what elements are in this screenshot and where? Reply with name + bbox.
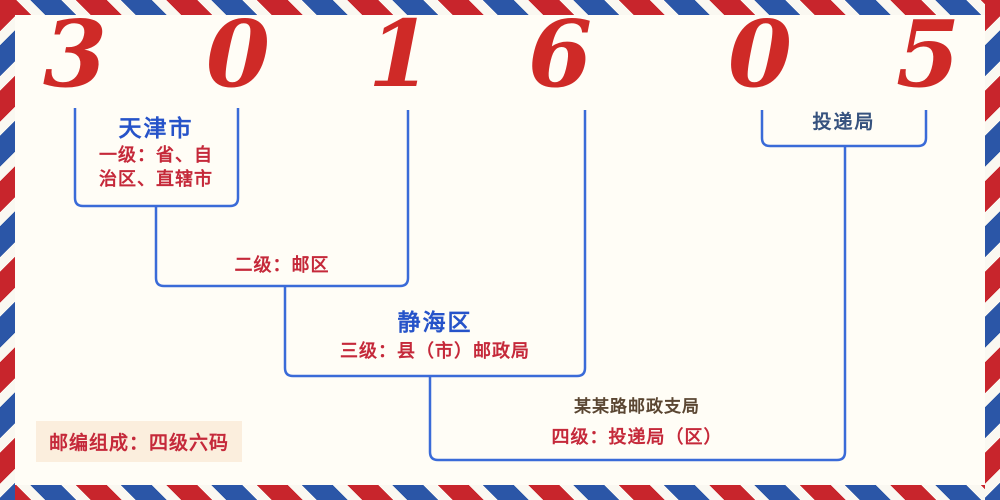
postal-digit-4: 6 — [527, 0, 592, 108]
postal-digit-6: 5 — [895, 0, 960, 108]
postal-digit-1: 3 — [42, 0, 107, 108]
airmail-border-bottom — [0, 485, 1000, 500]
airmail-border-left — [0, 0, 15, 500]
level1-description: 一级：省、自 治区、直辖市 — [66, 144, 246, 193]
level4-office-label: 某某路邮政支局 — [574, 397, 700, 417]
delivery-office-label: 投递局 — [812, 111, 876, 133]
postal-digit-3: 1 — [367, 0, 432, 108]
airmail-border-top — [0, 0, 1000, 15]
level2-description: 二级：邮区 — [234, 255, 330, 276]
airmail-border-right — [985, 0, 1000, 500]
level1-region-label: 天津市 — [118, 116, 194, 142]
level1-description-line1: 一级：省、自 — [99, 145, 213, 166]
level1-description-line2: 治区、直辖市 — [99, 169, 213, 191]
level3-description: 三级：县（市）邮政局 — [340, 341, 530, 362]
postal-code-composition-note: 邮编组成：四级六码 — [36, 421, 243, 462]
postal-digit-2: 0 — [205, 0, 270, 108]
level4-description: 四级：投递局（区） — [551, 427, 723, 448]
postal-digit-5: 0 — [727, 0, 792, 108]
level3-region-label: 静海区 — [397, 310, 473, 336]
